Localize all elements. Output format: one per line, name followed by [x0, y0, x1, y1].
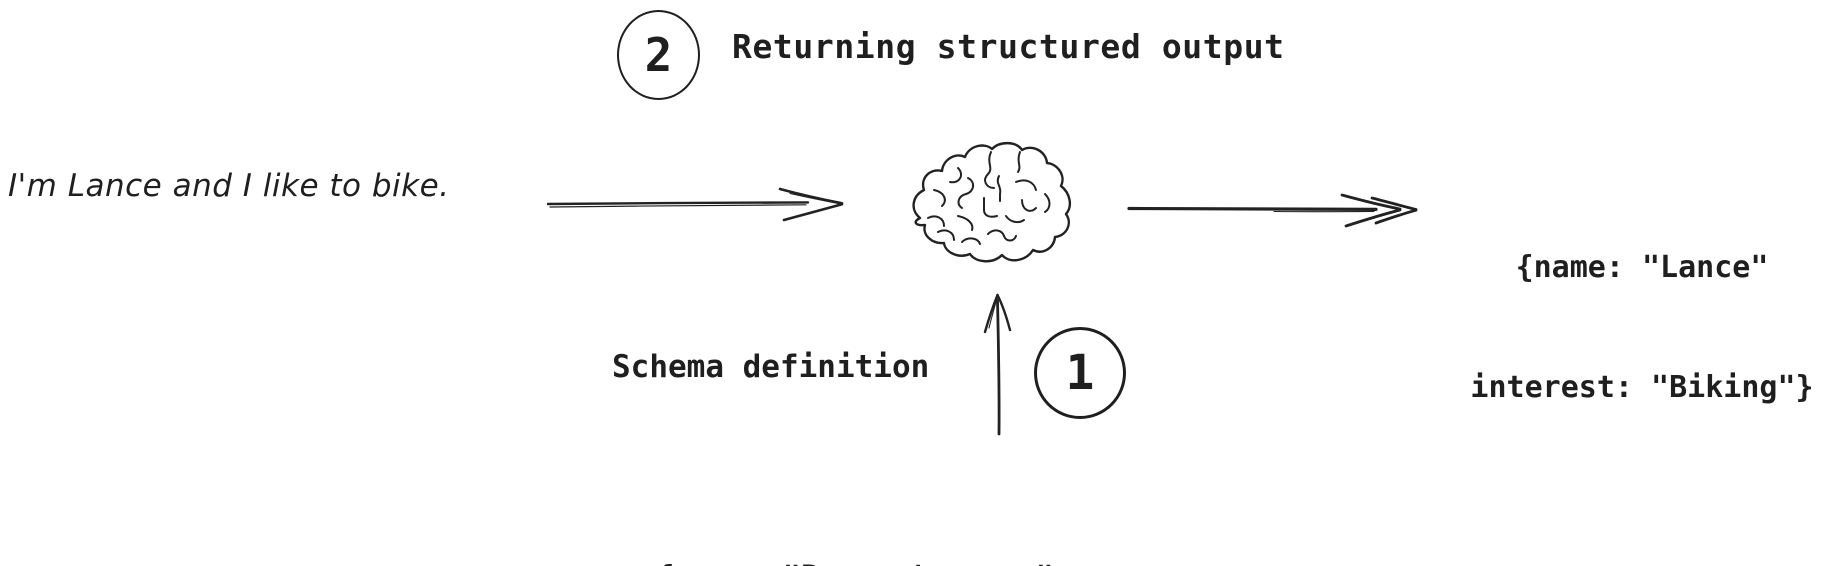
- input-sentence: I'm Lance and I like to bike.: [8, 168, 450, 204]
- output-code-line-1: {name: "Lance": [1515, 250, 1769, 285]
- step-1-badge: 1: [1034, 327, 1126, 419]
- step-2-badge: 2: [617, 10, 700, 100]
- output-arrow: [1127, 193, 1418, 228]
- output-code: {name: "Lance" interest: "Biking"}: [1442, 168, 1838, 488]
- step-1-number: 1: [1065, 345, 1095, 401]
- diagram-title: Returning structured output: [732, 27, 1285, 66]
- input-arrow: [546, 187, 844, 222]
- schema-code: {name: "Person's name" interest: "Person…: [605, 478, 1105, 566]
- schema-definition-label: Schema definition: [612, 349, 930, 385]
- schema-arrow: [983, 293, 1012, 436]
- output-code-line-2: interest: "Biking"}: [1470, 370, 1814, 405]
- step-2-number: 2: [644, 28, 673, 82]
- brain-icon: [912, 141, 1072, 263]
- schema-code-line-1: {name: "Person's name": [605, 558, 1105, 566]
